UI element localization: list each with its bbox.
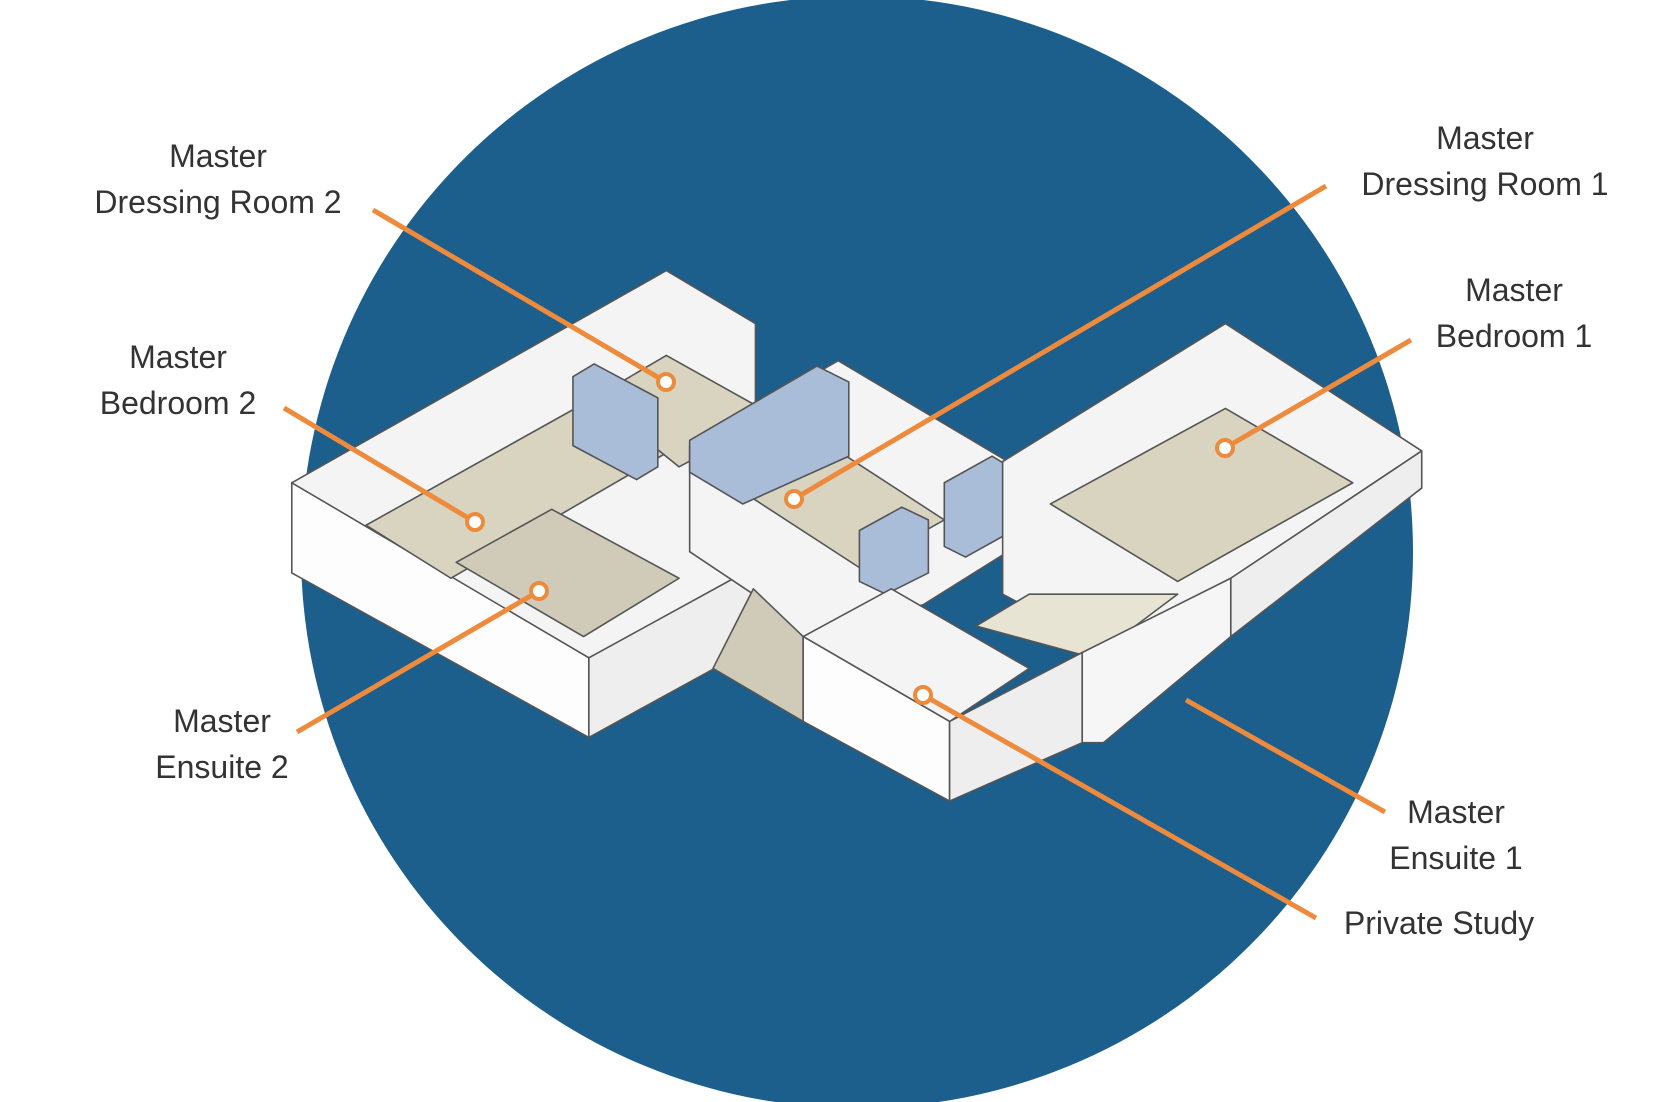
label-line: Master (1465, 272, 1563, 308)
label-private-study: Private Study (1344, 900, 1534, 946)
leader-lines (282, 183, 1413, 921)
label-line: Ensuite 2 (155, 749, 289, 785)
label-line: Dressing Room 2 (94, 184, 342, 220)
wardrobe-1a (688, 365, 850, 505)
leader-master-ensuite-2 (295, 588, 541, 735)
wardrobe-2 (572, 363, 659, 481)
floor-master-ensuite-2 (455, 508, 680, 638)
leader-private-study (921, 692, 1318, 921)
marker-master-bedroom-2 (465, 512, 485, 532)
floor-master-bedroom-1 (1049, 407, 1354, 583)
marker-master-bedroom-1 (1215, 438, 1235, 458)
marker-master-dressing-room-2 (656, 372, 676, 392)
label-line: Master (1407, 794, 1505, 830)
marker-private-study (913, 685, 933, 705)
label-line: Master (173, 703, 271, 739)
marker-master-dressing-room-1 (784, 489, 804, 509)
label-line: Master (129, 339, 227, 375)
leader-master-dressing-room-2 (371, 207, 668, 385)
leader-master-bedroom-2 (282, 405, 477, 525)
leader-master-dressing-room-1 (792, 183, 1328, 502)
label-line: Master (169, 138, 267, 174)
label-line: Bedroom 2 (99, 385, 257, 421)
label-line: Private Study (1343, 905, 1535, 941)
marker-master-ensuite-2 (529, 581, 549, 601)
leader-master-bedroom-1 (1223, 337, 1413, 451)
label-line: Bedroom 1 (1435, 318, 1593, 354)
label-line: Master (1436, 120, 1534, 156)
wardrobe-1c (858, 506, 930, 595)
floor-master-ensuite-1 (975, 593, 1179, 659)
leader-master-ensuite-1 (1184, 697, 1387, 815)
ensuite-1-front-wall (1081, 577, 1232, 744)
label-line: Dressing Room 1 (1361, 166, 1609, 202)
label-line: Ensuite 1 (1389, 840, 1523, 876)
